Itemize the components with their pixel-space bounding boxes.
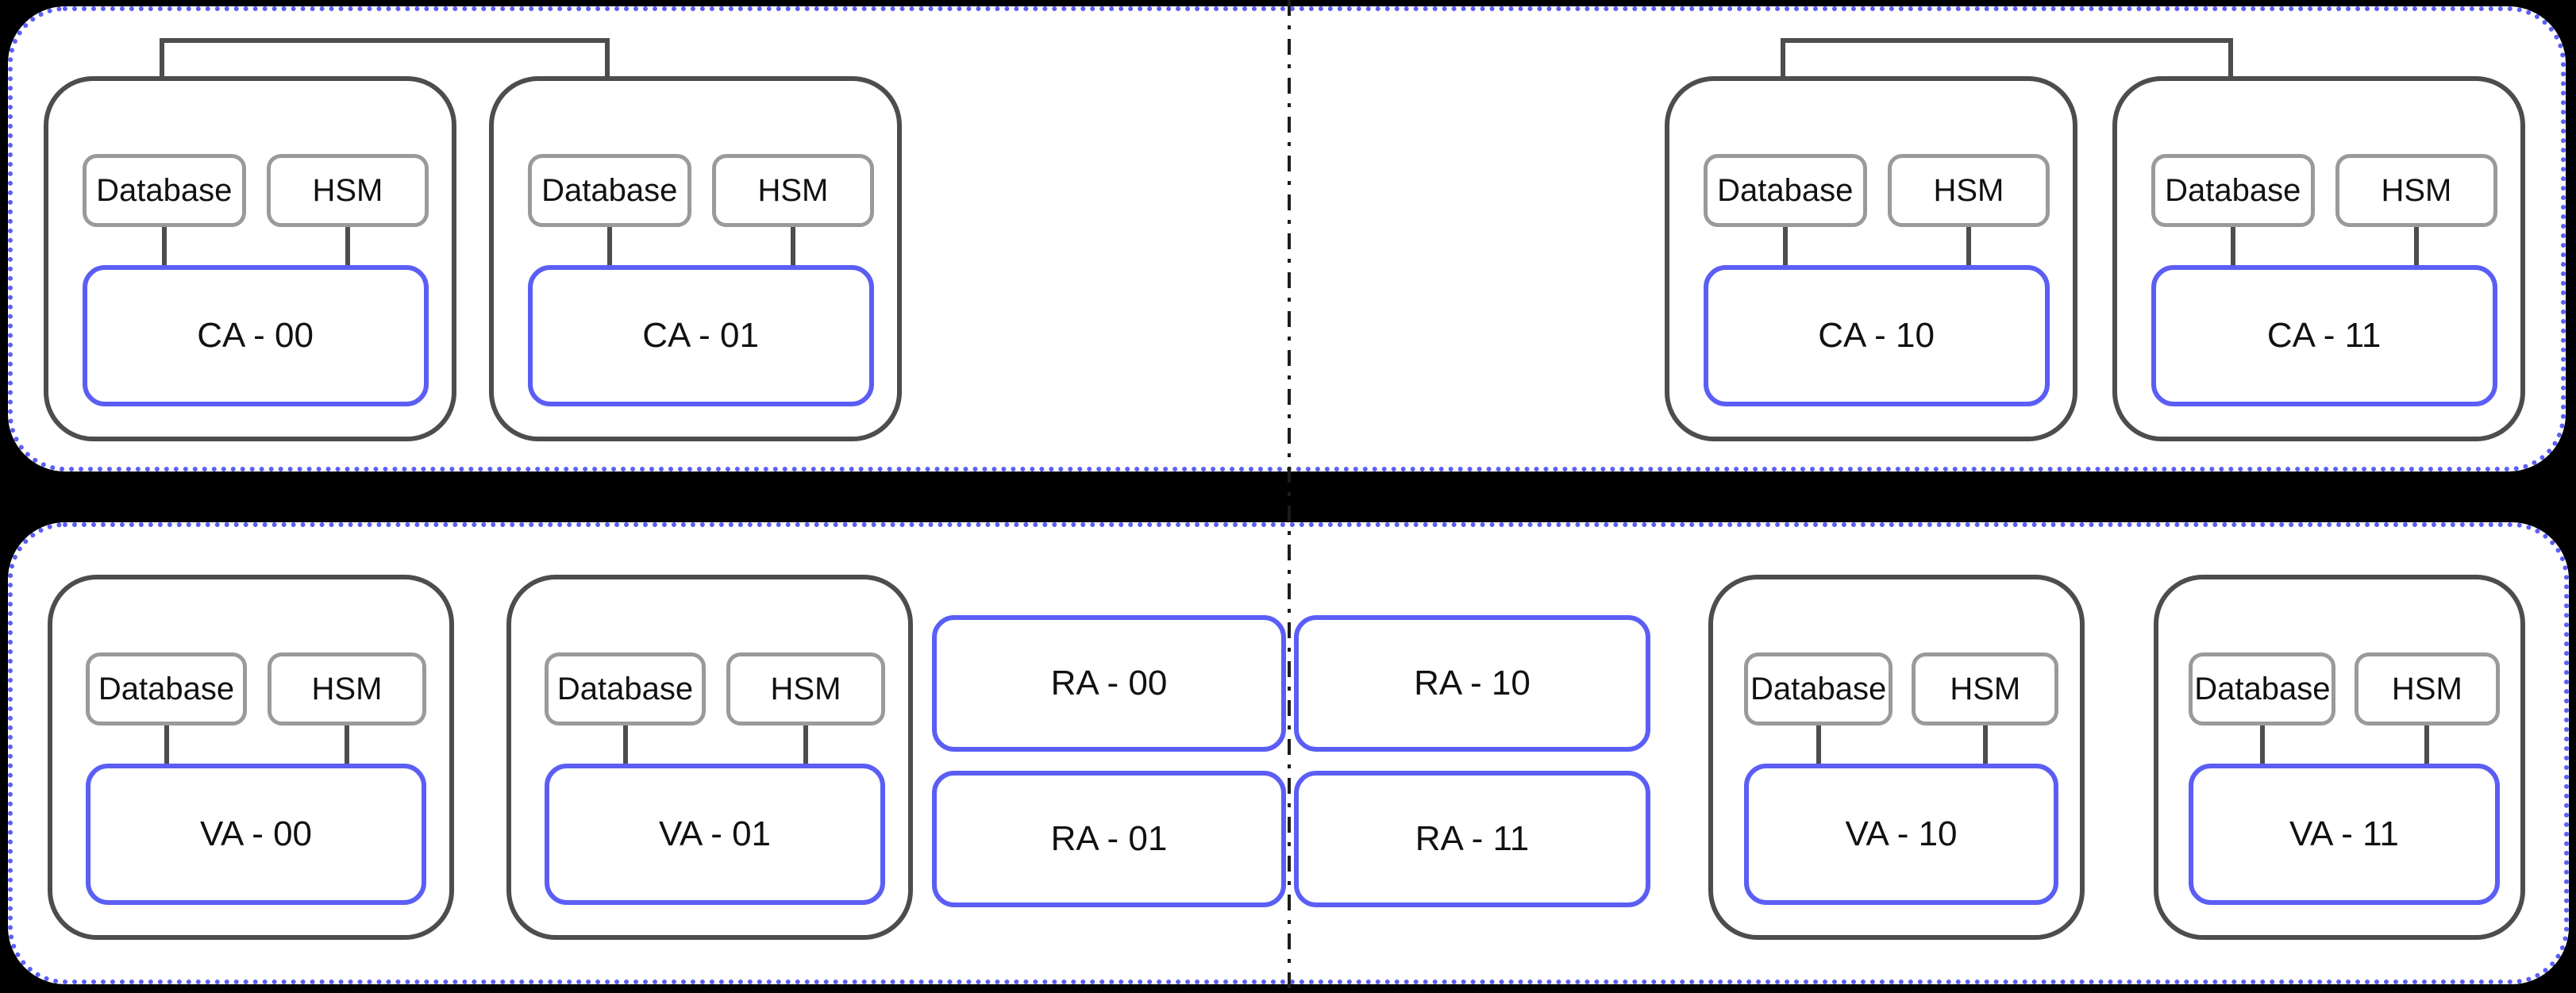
hsm-label: HSM	[312, 172, 383, 208]
node-va00[interactable]: VA - 00	[86, 764, 426, 905]
database-label: Database	[2194, 671, 2331, 706]
node-va11[interactable]: VA - 11	[2189, 764, 2500, 905]
group-ca01[interactable]: Database HSM CA - 01	[489, 76, 902, 441]
ca01-database-box[interactable]: Database	[527, 154, 691, 227]
database-label: Database	[1717, 172, 1854, 208]
database-label: Database	[98, 671, 235, 706]
va01-database-box[interactable]: Database	[545, 652, 706, 726]
va01-hsm-connector	[803, 726, 808, 765]
ca11-hsm-connector	[2413, 227, 2419, 267]
node-va10[interactable]: VA - 10	[1743, 764, 2059, 905]
node-label: CA - 11	[2266, 316, 2382, 355]
database-label: Database	[541, 172, 678, 208]
va11-hsm-connector	[2424, 726, 2430, 765]
node-label: RA - 01	[1050, 819, 1168, 858]
hsm-label: HSM	[1950, 671, 2021, 706]
hsm-label: HSM	[1933, 172, 2004, 208]
node-label: CA - 00	[197, 316, 314, 355]
va10-database-connector	[1816, 726, 1821, 765]
node-label: VA - 11	[2289, 814, 2399, 853]
node-label: CA - 01	[642, 316, 759, 355]
ca11-database-connector	[2230, 227, 2235, 267]
node-ra10[interactable]: RA - 10	[1294, 615, 1650, 752]
ca01-hsm-connector	[790, 227, 795, 267]
node-ca10[interactable]: CA - 10	[1703, 265, 2050, 406]
hsm-label: HSM	[770, 671, 841, 706]
ca10-hsm-connector	[1966, 227, 1971, 267]
va00-hsm-box[interactable]: HSM	[268, 652, 426, 726]
hsm-label: HSM	[2391, 671, 2462, 706]
node-label: RA - 11	[1415, 819, 1530, 858]
hsm-label: HSM	[2381, 172, 2452, 208]
node-ca00[interactable]: CA - 00	[82, 265, 429, 406]
node-label: VA - 01	[658, 814, 772, 853]
va00-database-box[interactable]: Database	[86, 652, 247, 726]
group-ca11[interactable]: Database HSM CA - 11	[2112, 76, 2525, 441]
va10-hsm-connector	[1982, 726, 1988, 765]
va11-database-box[interactable]: Database	[2189, 652, 2336, 726]
va11-hsm-box[interactable]: HSM	[2355, 652, 2500, 726]
ca00-hsm-box[interactable]: HSM	[267, 154, 429, 227]
ca00-database-connector	[161, 227, 167, 267]
ca01-database-connector	[606, 227, 612, 267]
node-label: RA - 10	[1414, 664, 1531, 702]
va01-database-connector	[622, 726, 628, 765]
node-label: RA - 00	[1050, 664, 1168, 702]
group-ca10[interactable]: Database HSM CA - 10	[1665, 76, 2077, 441]
database-label: Database	[556, 671, 694, 706]
ca11-hsm-box[interactable]: HSM	[2335, 154, 2497, 227]
node-ra11[interactable]: RA - 11	[1294, 771, 1650, 907]
node-label: CA - 10	[1818, 316, 1935, 355]
va00-hsm-connector	[345, 726, 349, 765]
node-ra01[interactable]: RA - 01	[932, 771, 1286, 907]
va00-database-connector	[164, 726, 169, 765]
group-va11[interactable]: Database HSM VA - 11	[2154, 575, 2525, 940]
node-label: VA - 10	[1845, 814, 1958, 853]
node-va01[interactable]: VA - 01	[545, 764, 885, 905]
database-label: Database	[96, 172, 233, 208]
ca10-database-connector	[1782, 227, 1788, 267]
node-ra00[interactable]: RA - 00	[932, 615, 1286, 752]
group-va01[interactable]: Database HSM VA - 01	[506, 575, 913, 940]
va01-hsm-box[interactable]: HSM	[726, 652, 885, 726]
group-ca00[interactable]: Database HSM CA - 00	[44, 76, 456, 441]
hsm-label: HSM	[311, 671, 383, 706]
ca10-database-box[interactable]: Database	[1703, 154, 1867, 227]
va10-database-box[interactable]: Database	[1743, 652, 1893, 726]
ca00-hsm-connector	[345, 227, 350, 267]
hsm-label: HSM	[757, 172, 829, 208]
node-label: VA - 00	[199, 814, 313, 853]
node-ca11[interactable]: CA - 11	[2151, 265, 2497, 406]
va10-hsm-box[interactable]: HSM	[1912, 652, 2059, 726]
ca11-database-box[interactable]: Database	[2151, 154, 2315, 227]
ca00-database-box[interactable]: Database	[82, 154, 246, 227]
va11-database-connector	[2259, 726, 2265, 765]
ca10-hsm-box[interactable]: HSM	[1888, 154, 2050, 227]
ca01-hsm-box[interactable]: HSM	[712, 154, 874, 227]
group-va10[interactable]: Database HSM VA - 10	[1708, 575, 2085, 940]
database-label: Database	[2165, 172, 2301, 208]
node-ca01[interactable]: CA - 01	[527, 265, 874, 406]
database-label: Database	[1750, 671, 1887, 706]
group-va00[interactable]: Database HSM VA - 00	[48, 575, 454, 940]
